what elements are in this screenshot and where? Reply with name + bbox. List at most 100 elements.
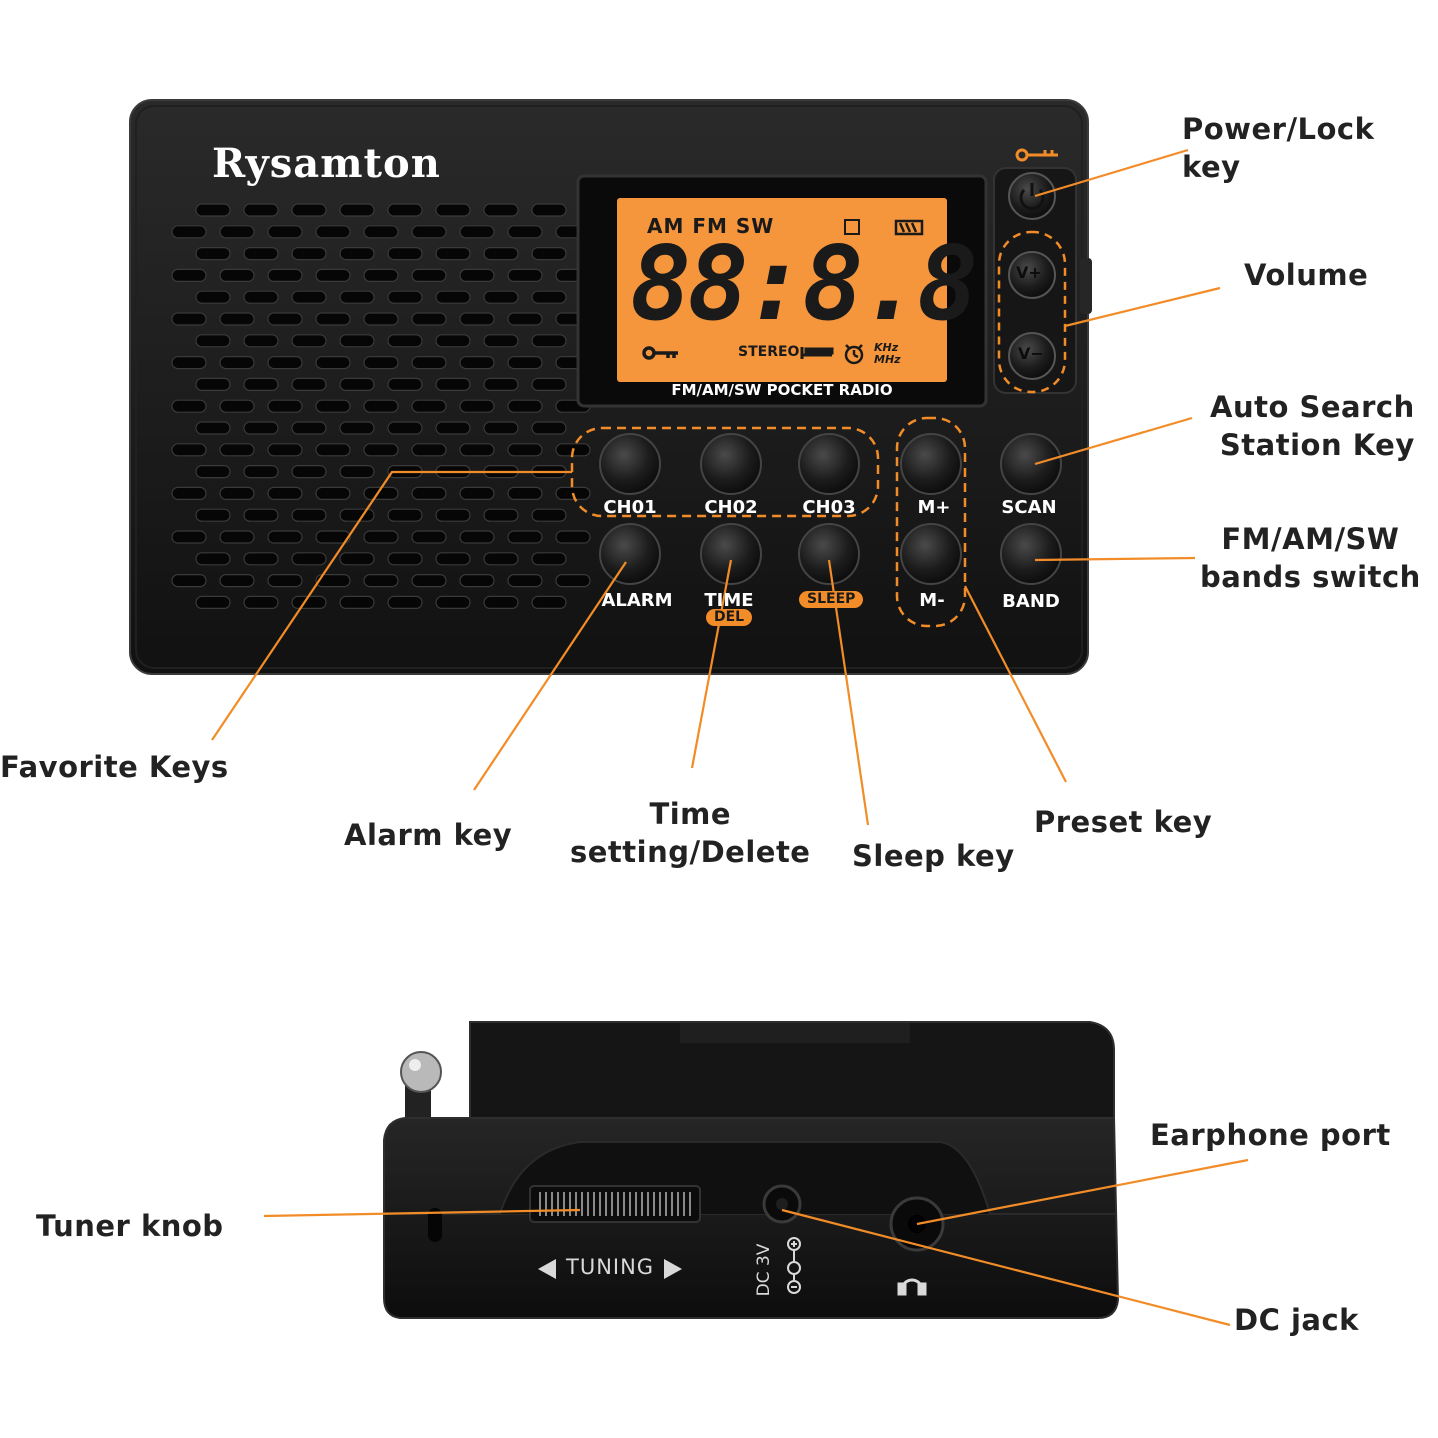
grill-slot xyxy=(531,421,567,435)
grill-slot xyxy=(435,203,471,217)
alarm-button[interactable] xyxy=(599,523,661,585)
ch02-button[interactable] xyxy=(700,433,762,495)
grill-slot xyxy=(387,247,423,261)
grill-slot xyxy=(483,334,519,348)
tuner-knob[interactable] xyxy=(529,1185,701,1223)
grill-slot xyxy=(435,508,471,522)
grill-slot xyxy=(435,247,471,261)
grill-slot xyxy=(435,595,471,610)
lock-key-icon xyxy=(1015,148,1058,162)
lcd-khz: KHz xyxy=(874,341,899,354)
grill-slot xyxy=(483,552,519,566)
grill-slot xyxy=(387,552,423,566)
grill-slot xyxy=(459,356,495,370)
grill-slot xyxy=(315,312,351,326)
grill-slot xyxy=(171,312,207,326)
grill-slot xyxy=(315,486,351,500)
m-minus-button[interactable] xyxy=(900,523,962,585)
dc-polarity-icon xyxy=(787,1237,801,1294)
grill-slot xyxy=(363,225,399,239)
grill-slot xyxy=(483,421,519,435)
callout-tuner: Tuner knob xyxy=(36,1209,224,1243)
grill-slot xyxy=(291,334,327,348)
callout-alarm: Alarm key xyxy=(344,818,513,852)
grill-slot xyxy=(339,203,375,217)
grill-slot xyxy=(411,486,447,500)
grill-slot xyxy=(339,421,375,435)
grill-slot xyxy=(483,290,519,304)
grill-slot xyxy=(555,573,591,588)
grill-slot xyxy=(483,508,519,522)
alarm-clock-icon xyxy=(844,344,864,365)
grill-slot xyxy=(507,530,543,544)
brand-logo: Rysamton xyxy=(212,140,441,187)
grill-slot xyxy=(171,573,207,588)
time-button[interactable] xyxy=(700,523,762,585)
band-button[interactable] xyxy=(1000,523,1062,585)
del-badge: DEL xyxy=(706,609,753,626)
grill-slot xyxy=(171,399,207,413)
grill-slot xyxy=(243,377,279,391)
grill-slot xyxy=(195,290,231,304)
callout-power-lock: Power/Lock key xyxy=(1182,112,1375,184)
grill-slot xyxy=(531,247,567,261)
ch03-button[interactable] xyxy=(798,433,860,495)
grill-slot xyxy=(339,465,375,479)
lcd-key-icon xyxy=(642,346,678,360)
ch01-button[interactable] xyxy=(599,433,661,495)
grill-slot xyxy=(339,552,375,566)
scan-button[interactable] xyxy=(1000,433,1062,495)
grill-slot xyxy=(171,486,207,500)
grill-slot xyxy=(411,356,447,370)
grill-slot xyxy=(195,203,231,217)
grill-slot xyxy=(243,421,279,435)
power-icon xyxy=(1019,183,1045,210)
grill-slot xyxy=(315,530,351,544)
grill-slot xyxy=(435,290,471,304)
grill-slot xyxy=(291,290,327,304)
grill-slot xyxy=(363,443,399,457)
ch02-label: CH02 xyxy=(704,497,758,518)
grill-slot xyxy=(219,356,255,370)
callout-preset: Preset key xyxy=(1034,805,1213,839)
dc-label: DC 3V xyxy=(754,1243,774,1297)
sleep-button[interactable] xyxy=(798,523,860,585)
grill-slot xyxy=(507,573,543,588)
grill-slot xyxy=(243,247,279,261)
bed-icon xyxy=(800,347,834,359)
volume-up-button[interactable] xyxy=(1008,251,1056,299)
callout-dc-jack: DC jack xyxy=(1234,1303,1359,1337)
grill-slot xyxy=(219,443,255,457)
m-plus-button[interactable] xyxy=(900,433,962,495)
grill-slot xyxy=(291,203,327,217)
grill-slot xyxy=(267,356,303,370)
grill-slot xyxy=(243,203,279,217)
grill-slot xyxy=(507,225,543,239)
volume-down-label: V− xyxy=(1018,344,1044,363)
grill-slot xyxy=(219,573,255,588)
grill-slot xyxy=(459,530,495,544)
grill-slot xyxy=(195,334,231,348)
grill-slot xyxy=(219,399,255,413)
grill-slot xyxy=(411,530,447,544)
grill-slot xyxy=(291,465,327,479)
grill-slot xyxy=(267,530,303,544)
callout-bands-switch: FM/AM/SW bands switch xyxy=(1200,522,1421,594)
m-plus-label: M+ xyxy=(917,497,951,518)
grill-slot xyxy=(195,465,231,479)
grill-slot xyxy=(363,356,399,370)
grill-slot xyxy=(387,377,423,391)
grill-slot xyxy=(171,443,207,457)
tuning-right-arrow-icon xyxy=(664,1259,682,1279)
grill-slot xyxy=(339,247,375,261)
volume-down-button[interactable] xyxy=(1008,332,1056,380)
callout-auto-search: Auto Search Station Key xyxy=(1210,390,1415,462)
grill-slot xyxy=(243,552,279,566)
volume-up-label: V+ xyxy=(1016,263,1042,282)
speaker-grill xyxy=(171,203,591,610)
grill-slot xyxy=(459,573,495,588)
am-pm-icon xyxy=(844,219,860,235)
grill-slot xyxy=(411,225,447,239)
grill-slot xyxy=(339,377,375,391)
